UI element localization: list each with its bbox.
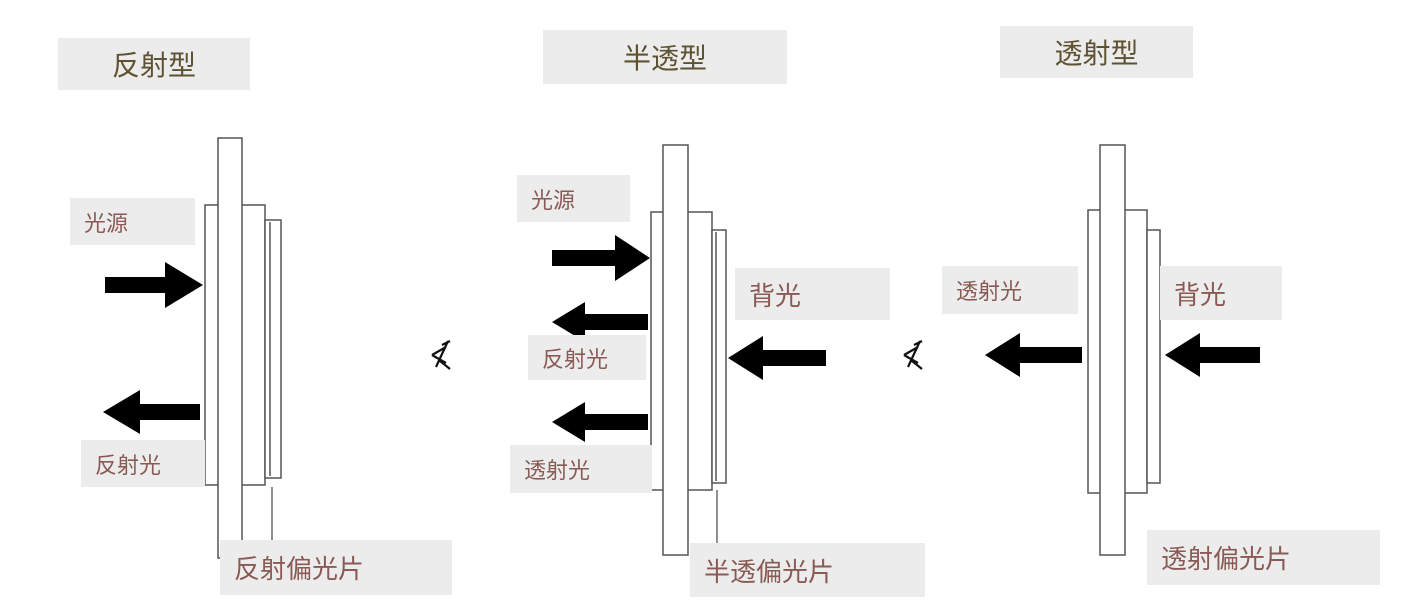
label-reflective-polarizer: 反射偏光片 bbox=[220, 540, 452, 595]
label-transflective-polarizer: 半透偏光片 bbox=[690, 543, 925, 597]
eye-icon bbox=[903, 340, 923, 370]
polarizer bbox=[264, 219, 282, 479]
glass-plate bbox=[662, 144, 689, 556]
label-light-source: 光源 bbox=[70, 198, 195, 245]
title-reflective: 反射型 bbox=[58, 38, 250, 90]
label-backlight: 背光 bbox=[1160, 266, 1282, 320]
arrow-left-icon bbox=[552, 402, 648, 442]
eye-icon bbox=[431, 340, 451, 370]
arrow-left-icon bbox=[103, 390, 200, 434]
label-transmitted-light: 透射光 bbox=[510, 445, 652, 493]
arrow-right-icon bbox=[552, 235, 650, 281]
polarizer bbox=[1146, 229, 1161, 484]
label-reflected-light: 反射光 bbox=[528, 335, 646, 380]
title-transmissive: 透射型 bbox=[1000, 26, 1193, 78]
arrow-right-icon bbox=[105, 262, 203, 308]
label-reflected-light: 反射光 bbox=[81, 440, 205, 487]
polarizer bbox=[711, 229, 727, 484]
arrow-left-icon bbox=[728, 336, 826, 380]
label-transmitted-light: 透射光 bbox=[942, 266, 1078, 314]
arrow-left-icon bbox=[985, 333, 1082, 377]
label-light-source: 光源 bbox=[517, 175, 630, 222]
arrow-left-icon bbox=[1165, 333, 1260, 377]
title-transflective: 半透型 bbox=[543, 30, 787, 84]
label-transmissive-polarizer: 透射偏光片 bbox=[1147, 530, 1380, 585]
arrow-left-icon bbox=[552, 302, 648, 342]
label-backlight: 背光 bbox=[735, 268, 890, 320]
glass-plate bbox=[217, 137, 243, 559]
glass-plate bbox=[1099, 144, 1126, 556]
